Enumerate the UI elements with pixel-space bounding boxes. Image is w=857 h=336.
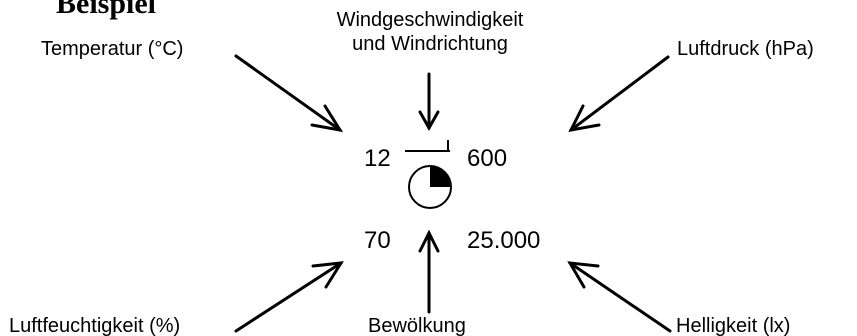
cloud-cover-label: Bewölkung [368,315,466,336]
arrow-pressure [568,55,670,133]
light-value: 25.000 [467,227,541,254]
temperature-label: Temperatur (°C) [41,38,184,60]
wind-label: Windgeschwindigkeit und Windrichtung [308,8,552,56]
humidity-value: 70 [364,227,391,254]
arrow-wind [418,72,440,132]
wind-label-line2: und Windrichtung [352,33,508,55]
arrow-humidity [234,261,344,333]
cloud-cover-icon [408,165,452,209]
arrow-light [567,261,672,333]
wind-barb-icon [405,140,450,152]
pressure-value: 600 [467,145,508,172]
wind-label-line1: Windgeschwindigkeit [336,9,524,31]
temperature-value: 12 [364,145,391,172]
arrow-cloud [418,229,440,314]
humidity-label: Luftfeuchtigkeit (%) [9,315,181,336]
pressure-label: Luftdruck (hPa) [677,38,814,60]
cloud-cover-fill [430,166,451,187]
arrow-temperature [234,54,344,133]
diagram-heading: Beispiel [56,0,157,20]
light-label: Helligkeit (lx) [676,315,791,336]
